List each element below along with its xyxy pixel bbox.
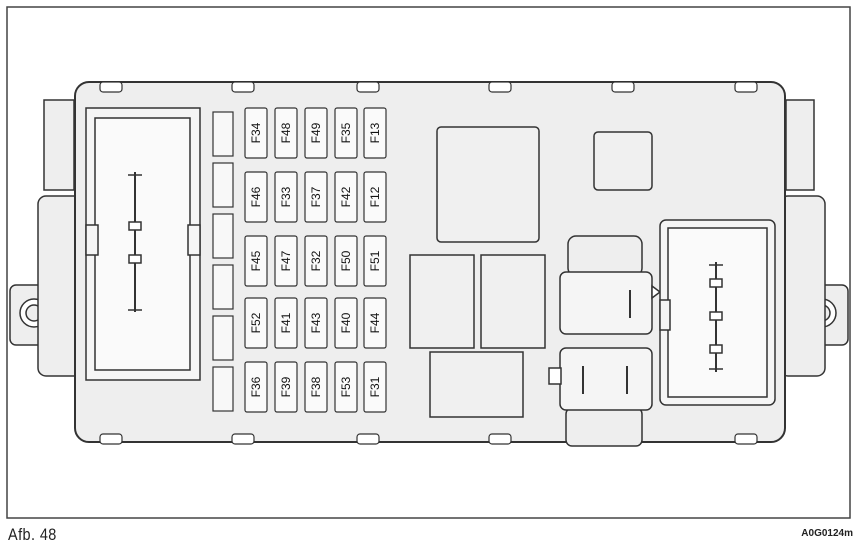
fuse-label: F47 — [279, 250, 293, 271]
fuse-f43: F43 — [304, 297, 328, 349]
fuse-f49: F49 — [304, 107, 328, 159]
fuse-label: F53 — [339, 376, 353, 397]
left-mounting-bracket — [9, 99, 84, 377]
fuse-f34: F34 — [244, 107, 268, 159]
fuse-label: F51 — [368, 250, 382, 271]
relay-small-top — [593, 131, 653, 191]
spare-fuse-slots — [212, 111, 234, 412]
fuse-f12: F12 — [363, 171, 387, 223]
fuse-f39: F39 — [274, 361, 298, 413]
fuse-label: F13 — [368, 122, 382, 143]
fuse-f13: F13 — [363, 107, 387, 159]
relay-bottom — [429, 351, 524, 418]
fuse-f48: F48 — [274, 107, 298, 159]
fuse-f41: F41 — [274, 297, 298, 349]
fuse-label: F35 — [339, 122, 353, 143]
fuse-label: F43 — [309, 312, 323, 333]
fuse-f52: F52 — [244, 297, 268, 349]
fuse-f53: F53 — [334, 361, 358, 413]
fuse-f50: F50 — [334, 235, 358, 287]
right-connector — [659, 219, 776, 406]
fuse-label: F41 — [279, 312, 293, 333]
fuse-label: F12 — [368, 186, 382, 207]
fuse-label: F33 — [279, 186, 293, 207]
fuse-f47: F47 — [274, 235, 298, 287]
relay-blocks — [548, 271, 662, 411]
fuse-label: F44 — [368, 312, 382, 333]
top-tabs — [99, 81, 758, 93]
fuse-grid: F34F46F45F52F36F48F33F47F41F39F49F37F32F… — [244, 107, 387, 413]
fuse-label: F36 — [249, 376, 263, 397]
fuse-label: F49 — [309, 122, 323, 143]
relays — [409, 126, 653, 447]
fuse-label: F46 — [249, 186, 263, 207]
fuse-f31: F31 — [363, 361, 387, 413]
spare-slot — [212, 213, 234, 259]
spare-slot — [212, 315, 234, 361]
relay-mid-right — [480, 254, 546, 349]
fuse-label: F50 — [339, 250, 353, 271]
figure-code: A0G0124m — [801, 528, 853, 539]
fuse-f46: F46 — [244, 171, 268, 223]
fuse-label: F45 — [249, 250, 263, 271]
spare-slot — [212, 366, 234, 412]
fuse-label: F42 — [339, 186, 353, 207]
fuse-label: F39 — [279, 376, 293, 397]
fuse-f37: F37 — [304, 171, 328, 223]
fuse-label: F52 — [249, 312, 263, 333]
spare-slot — [212, 162, 234, 208]
relay-socket-upper — [567, 235, 643, 277]
fuse-f40: F40 — [334, 297, 358, 349]
fuse-label: F34 — [249, 122, 263, 143]
fuse-label: F40 — [339, 312, 353, 333]
fuse-label: F31 — [368, 376, 382, 397]
relay-socket-lower — [565, 407, 643, 447]
fuse-f36: F36 — [244, 361, 268, 413]
figure-caption: Afb. 48 — [8, 525, 57, 544]
fuse-label: F38 — [309, 376, 323, 397]
spare-slot — [212, 264, 234, 310]
relay-large-top — [436, 126, 540, 243]
fuse-label: F37 — [309, 186, 323, 207]
fuse-f35: F35 — [334, 107, 358, 159]
fuse-label: F32 — [309, 250, 323, 271]
right-mounting-bracket — [779, 99, 849, 377]
fuse-f44: F44 — [363, 297, 387, 349]
fuse-f38: F38 — [304, 361, 328, 413]
relay-mid-left — [409, 254, 475, 349]
fuse-f33: F33 — [274, 171, 298, 223]
fuse-f51: F51 — [363, 235, 387, 287]
left-connector — [85, 107, 201, 381]
spare-slot — [212, 111, 234, 157]
fuse-f42: F42 — [334, 171, 358, 223]
fuse-label: F48 — [279, 122, 293, 143]
fuse-f45: F45 — [244, 235, 268, 287]
fuse-f32: F32 — [304, 235, 328, 287]
bottom-tabs — [99, 433, 758, 445]
